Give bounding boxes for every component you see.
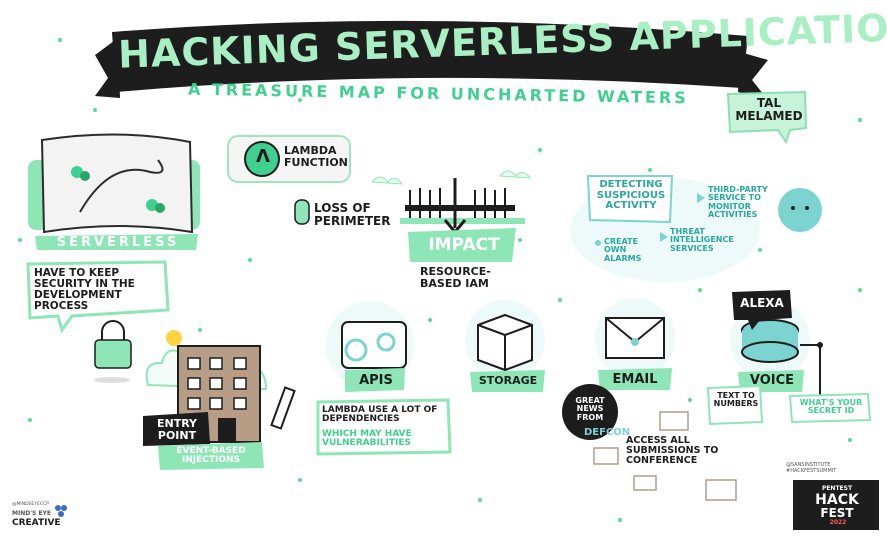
detecting-cloud [570,175,822,282]
keep-security-text: HAVE TO KEEP SECURITY IN THE DEVELOPMENT… [34,267,135,313]
vulnerabilities-text: WHICH MAY HAVE VULNERABILITIES [322,429,412,449]
threat-intelligence: THREAT INTELLIGENCE SERVICES [670,227,734,253]
creator-logo [55,505,67,517]
defcon-label: DEFCON [584,427,631,438]
third-party-service: THIRD-PARTY SERVICE TO MONITOR ACTIVITIE… [708,185,768,220]
serverless-label: SERVERLESS [56,235,180,250]
voice-device-icon [706,290,872,426]
hack-label: HACK [815,492,859,508]
text-to-numbers: TEXT TO NUMBERS [713,391,759,409]
storage-label: STORAGE [478,374,538,387]
loss-of-perimeter: LOSS OF PERIMETER [314,201,391,228]
hackfest-logo [793,480,879,530]
dependencies-text: LAMBDA USE A LOT OF DEPENDENCIES [322,405,438,425]
lambda-badge [227,135,351,183]
hashtags: @SANSINSTITUTE #HACKFESTSUMMIT [786,462,837,474]
apis-label: APIS [359,373,393,388]
great-news: GREAT NEWS FROM [575,396,605,422]
title-banner [95,20,768,100]
voice-label: VOICE [749,373,795,388]
access-submissions: ACCESS ALL SUBMISSIONS TO CONFERENCE [626,435,719,466]
fence-illustration [371,170,531,262]
entry-point-label: ENTRY POINT [156,417,198,442]
speaker-tag [726,90,808,145]
email-icon [595,298,675,390]
fest-label: FEST [820,506,854,520]
api-icon [326,301,414,392]
creator-handle: @MINDSEYECCP [12,502,49,507]
keep-security-bubble [26,260,170,383]
lambda-symbol: λ [256,146,270,167]
storage-icon [465,300,545,392]
speaker-name: TAL MELAMED [735,96,803,123]
building-illustration [143,330,296,470]
lambda-label: LAMBDA FUNCTION [284,144,348,169]
year-label: 2022 [829,519,847,526]
envelopes [593,411,737,501]
news-bubble [562,384,737,501]
create-alarms: CREATE OWN ALARMS [604,237,642,263]
treasure-map-icon [28,133,200,250]
email-label: EMAIL [612,372,658,387]
event-injections-label: EVENT-BASED INJECTIONS [176,446,246,466]
creator-name-2: CREATIVE [12,518,61,528]
warning-icon [294,199,310,225]
alexa-label: ALEXA [740,296,784,310]
detecting-activity: DETECTING SUSPICIOUS ACTIVITY [596,179,666,211]
creator-name-1: MIND'S EYE [12,510,51,517]
impact-label: IMPACT [428,235,500,255]
dependencies-box [316,398,452,456]
secret-id-question: WHAT'S YOUR SECRET ID [799,398,863,416]
pentest-label: PENTEST [821,485,853,492]
resource-iam: RESOURCE-BASED IAM [420,265,491,290]
